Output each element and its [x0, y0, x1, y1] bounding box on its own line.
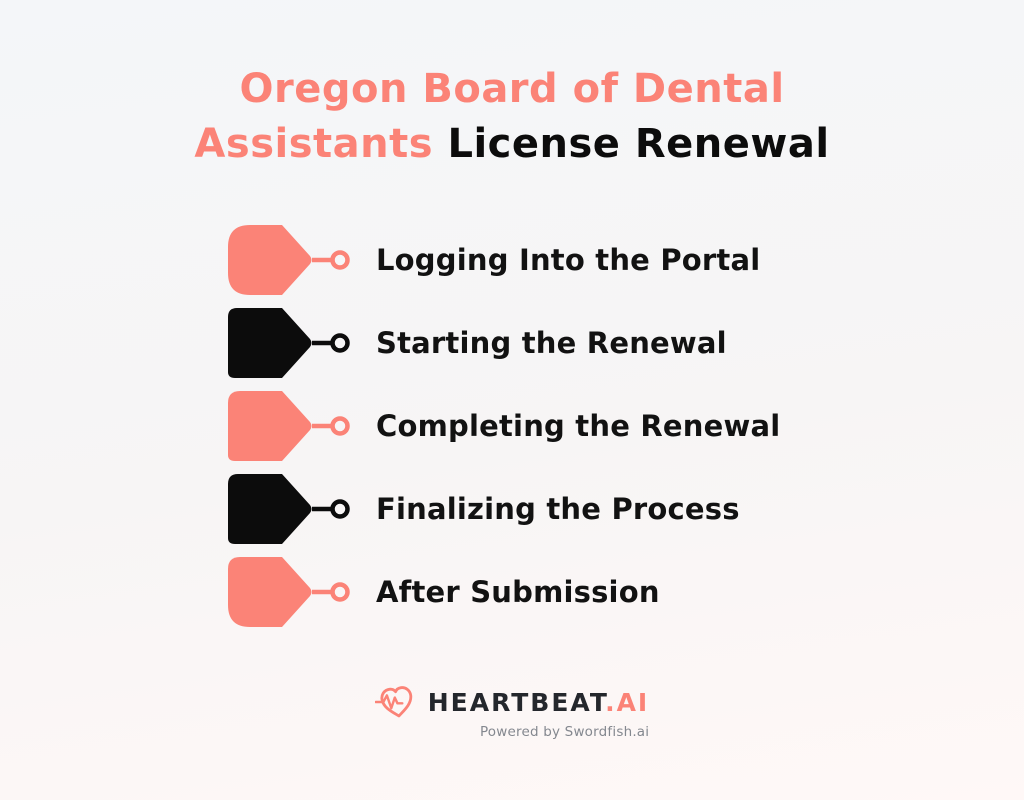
tag-arrow-marker-icon	[228, 225, 350, 295]
brand-wordmark: HEARTBEAT.AI	[428, 688, 649, 717]
brand-suffix: .AI	[605, 687, 650, 717]
steps-list: Logging Into the Portal Starting the Ren…	[228, 225, 780, 627]
footer: HEARTBEAT.AI Powered by Swordfish.ai	[0, 682, 1024, 740]
title-accent-part: Oregon Board of Dental	[239, 66, 785, 112]
step-label: Starting the Renewal	[376, 326, 727, 360]
step-item-5: After Submission	[228, 557, 780, 627]
step-item-4: Finalizing the Process	[228, 474, 780, 544]
step-label: Completing the Renewal	[376, 409, 781, 443]
logo-row: HEARTBEAT.AI	[374, 682, 649, 722]
footer-logo: HEARTBEAT.AI Powered by Swordfish.ai	[374, 682, 650, 740]
page-title-line1: Oregon Board of Dental	[0, 62, 1024, 117]
step-item-3: Completing the Renewal	[228, 391, 780, 461]
brand-name: HEARTBEAT	[427, 687, 606, 717]
step-label: Finalizing the Process	[376, 492, 740, 526]
page-title: Oregon Board of Dental Assistants Licens…	[0, 62, 1024, 172]
footer-tagline: Powered by Swordfish.ai	[479, 724, 650, 740]
step-label: After Submission	[376, 575, 660, 609]
tag-arrow-marker-icon	[228, 474, 350, 544]
step-label: Logging Into the Portal	[376, 243, 761, 277]
title-accent-part: Assistants	[194, 121, 434, 167]
tag-arrow-marker-icon	[228, 308, 350, 378]
tag-arrow-marker-icon	[228, 557, 350, 627]
step-item-2: Starting the Renewal	[228, 308, 780, 378]
title-black-part: License Renewal	[447, 121, 830, 167]
tag-arrow-marker-icon	[228, 391, 350, 461]
step-item-1: Logging Into the Portal	[228, 225, 780, 295]
page-title-line2: Assistants License Renewal	[0, 117, 1024, 172]
heartbeat-heart-icon	[374, 686, 412, 718]
